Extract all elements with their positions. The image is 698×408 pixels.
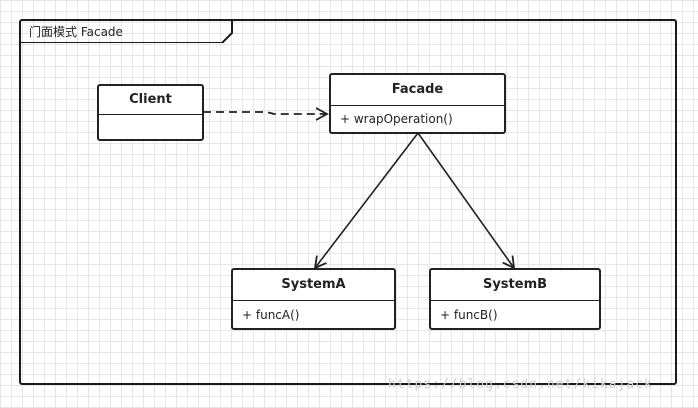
association-facade-to-systemb [417, 132, 516, 270]
diagram-frame [19, 19, 677, 385]
watermark: https://blog.csdn.net/kikajack [388, 377, 653, 392]
frame-title: 门面模式 Facade [29, 25, 123, 39]
class-systemb-name: SystemB [431, 270, 599, 301]
class-systemb-member: + funcB() [440, 308, 498, 322]
class-client-name: Client [99, 86, 202, 115]
class-facade[interactable]: Facade + wrapOperation() [329, 73, 506, 134]
frame-title-tab [20, 20, 233, 43]
association-facade-to-systema [313, 132, 419, 270]
class-systema-member: + funcA() [242, 308, 300, 322]
dependency-client-to-facade [203, 107, 329, 121]
class-systema-name: SystemA [233, 270, 394, 301]
class-systema[interactable]: SystemA + funcA() [231, 268, 396, 330]
class-client[interactable]: Client [97, 84, 204, 141]
class-facade-member: + wrapOperation() [340, 112, 453, 126]
class-facade-name: Facade [331, 75, 504, 106]
class-systemb[interactable]: SystemB + funcB() [429, 268, 601, 330]
